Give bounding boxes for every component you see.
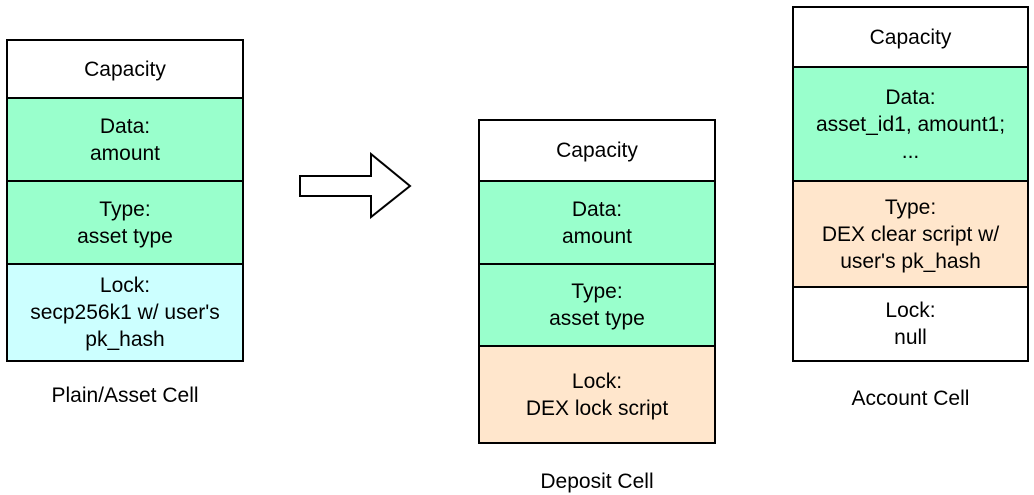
account-cell-type: Type: DEX clear script w/ user's pk_hash [794, 180, 1027, 286]
account-cell-lock: Lock: null [794, 286, 1027, 360]
plain-cell-capacity: Capacity [8, 41, 242, 97]
deposit-cell-caption: Deposit Cell [540, 470, 654, 493]
plain-cell-type-label: Type: asset type [77, 197, 173, 248]
deposit-cell-capacity-label: Capacity [556, 139, 638, 162]
plain-cell-data-label: Data: amount [89, 114, 161, 165]
deposit-cell: Capacity Data: amount Type: asset type L… [478, 119, 716, 444]
account-cell: Capacity Data: asset_id1, amount1; ... T… [792, 6, 1029, 362]
right-arrow-icon [299, 152, 412, 220]
deposit-cell-capacity: Capacity [480, 121, 714, 180]
deposit-cell-type-label: Type: asset type [549, 280, 645, 330]
account-cell-type-label: Type: DEX clear script w/ user's pk_hash [821, 195, 1000, 273]
plain-cell-lock: Lock: secp256k1 w/ user's pk_hash [8, 263, 242, 360]
right-arrow-shape [299, 152, 412, 220]
plain-cell-type: Type: asset type [8, 180, 242, 263]
plain-cell-caption: Plain/Asset Cell [51, 384, 199, 407]
plain-cell-capacity-label: Capacity [84, 57, 166, 81]
plain-asset-cell: Capacity Data: amount Type: asset type L… [6, 39, 244, 362]
plain-cell-data: Data: amount [8, 97, 242, 180]
account-cell-caption: Account Cell [851, 387, 970, 410]
plain-cell-lock-label: Lock: secp256k1 w/ user's pk_hash [30, 274, 220, 351]
deposit-cell-lock: Lock: DEX lock script [480, 345, 714, 442]
account-cell-data: Data: asset_id1, amount1; ... [794, 66, 1027, 180]
account-cell-capacity-label: Capacity [869, 25, 952, 49]
deposit-cell-type: Type: asset type [480, 263, 714, 345]
account-cell-capacity: Capacity [794, 8, 1027, 66]
account-cell-data-label: Data: asset_id1, amount1; ... [815, 85, 1006, 163]
account-cell-lock-label: Lock: null [885, 299, 936, 349]
deposit-cell-lock-label: Lock: DEX lock script [525, 369, 669, 420]
deposit-cell-data: Data: amount [480, 180, 714, 263]
deposit-cell-data-label: Data: amount [561, 197, 633, 248]
